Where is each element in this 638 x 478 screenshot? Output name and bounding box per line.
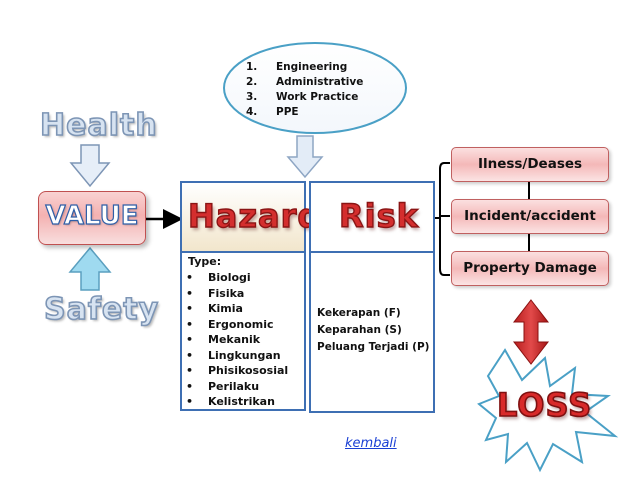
up-arrow-icon [68,246,112,291]
list-item: 3.Work Practice [246,91,359,103]
risk-header: Risk [309,181,435,253]
list-item: 1.Engineering [246,61,348,73]
down-arrow-icon [69,144,111,188]
risk-label: Risk [338,196,419,235]
list-item: •Kimia [186,302,243,315]
list-item: 2.Administrative [246,76,364,88]
controls-ellipse [223,42,407,134]
value-label: VALUE [45,200,139,231]
list-item: •Lingkungan [186,348,281,362]
list-item: •Ergonomic [186,317,274,331]
kembali-link[interactable]: kembali [345,436,397,451]
list-item: Peluang Terjadi (P) [317,341,430,353]
health-label: Health [39,107,158,144]
hazard-header: Hazard [180,181,321,253]
control-down-arrow-icon [286,135,324,179]
list-item: •Kelistrikan [186,395,275,408]
hazard-types-box: Type: •Biologi •Fisika •Kimia •Ergonomic… [180,251,306,411]
list-item: •Phisikososial [186,364,289,377]
list-item: 4.PPE [246,106,299,118]
list-item: Kekerapan (F) [317,307,401,319]
risk-factors-list: Kekerapan (F) Keparahan (S) Peluang Terj… [317,305,429,356]
value-box: VALUE [38,191,146,245]
hazard-label: Hazard [187,196,322,235]
outcome-illness-box: Ilness/Deases [451,147,609,182]
outcome-incident-box: Incident/accident [451,199,609,234]
list-item: Keparahan (S) [317,324,402,336]
list-item: •Biologi [186,271,251,284]
list-item: •Mekanik [186,333,261,346]
hazard-types-list: •Biologi •Fisika •Kimia •Ergonomic •Meka… [184,270,288,410]
outcome-property-damage-box: Property Damage [451,251,609,286]
hazard-types-title: Type: [188,255,222,268]
safety-label: Safety [43,291,160,328]
risk-factors-box: Kekerapan (F) Keparahan (S) Peluang Terj… [309,251,435,413]
list-item: •Perilaku [186,379,260,393]
starburst-icon [477,348,619,473]
list-item: •Fisika [186,286,245,300]
double-arrow-icon [512,299,550,365]
loss-label: LOSS [496,385,593,425]
controls-list: 1.Engineering 2.Administrative 3.Work Pr… [246,60,363,120]
